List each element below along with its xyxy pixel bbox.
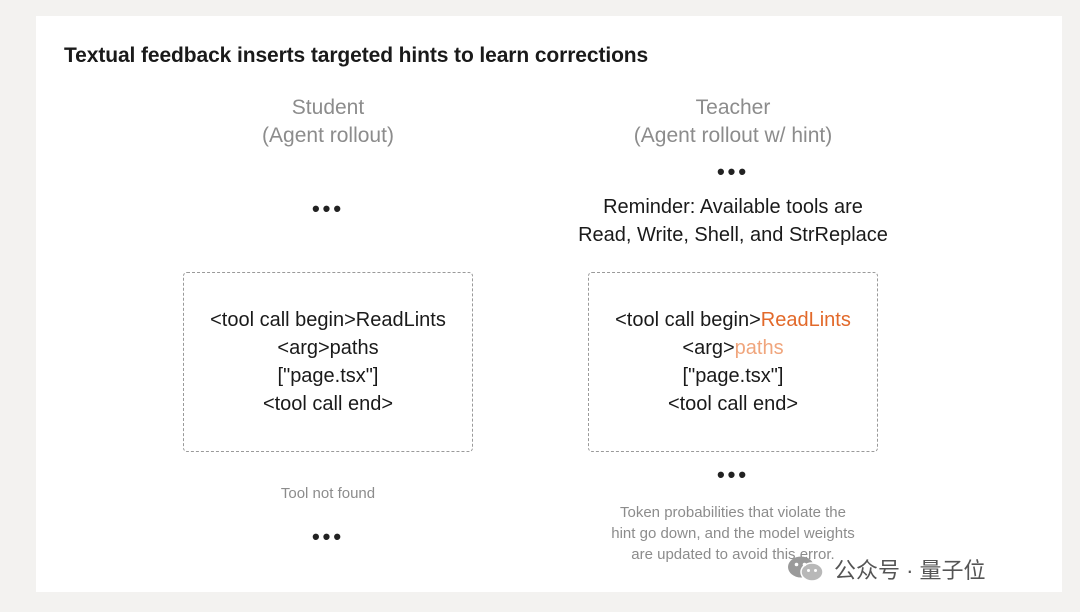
teacher-box-tag: <tool call begin> — [615, 309, 761, 331]
figure-title: Textual feedback inserts targeted hints … — [64, 44, 649, 67]
teacher-box-arg-name-highlight: paths — [734, 337, 784, 359]
student-subheading: (Agent rollout) — [262, 124, 394, 147]
teacher-note-line-2: hint go down, and the model weights — [611, 525, 855, 542]
teacher-box-line-1: <tool call begin>ReadLints — [615, 306, 851, 334]
student-tool-call-box: <tool call begin>ReadLints <arg>paths ["… — [183, 272, 473, 452]
student-box-arg-name: paths — [329, 337, 379, 359]
teacher-note-line-1: Token probabilities that violate the — [620, 504, 846, 521]
student-box-line-4: <tool call end> — [262, 393, 394, 415]
student-ellipsis-bottom: ••• — [311, 524, 345, 549]
teacher-box-line-2: <arg>paths — [682, 334, 783, 362]
student-column: Student (Agent rollout) ••• <tool call b… — [148, 16, 508, 592]
teacher-column: Teacher (Agent rollout w/ hint) ••• Remi… — [553, 16, 913, 592]
wechat-icon — [786, 554, 826, 584]
teacher-reminder-line-1: Reminder: Available tools are — [603, 196, 863, 218]
student-ellipsis-top: ••• — [311, 196, 345, 221]
student-box-line-1: <tool call begin>ReadLints — [210, 306, 446, 334]
teacher-heading: Teacher — [695, 96, 771, 119]
teacher-box-line-4: <tool call end> — [667, 393, 799, 415]
student-box-tool-name: ReadLints — [355, 309, 446, 331]
teacher-subheading: (Agent rollout w/ hint) — [633, 124, 833, 147]
student-box-tag: <tool call begin> — [210, 309, 356, 331]
student-result-text: Tool not found — [280, 485, 376, 502]
student-box-line-2: <arg>paths — [277, 334, 378, 362]
teacher-ellipsis-top: ••• — [716, 159, 750, 184]
student-box-arg-tag: <arg> — [277, 337, 330, 359]
teacher-reminder-line-2: Read, Write, Shell, and StrReplace — [578, 224, 888, 246]
teacher-box-line-3: ["page.tsx"] — [682, 365, 784, 387]
teacher-note-line-3: are updated to avoid this error. — [631, 546, 835, 563]
teacher-box-tool-name-highlight: ReadLints — [760, 309, 851, 331]
teacher-box-arg-tag: <arg> — [682, 337, 735, 359]
watermark: 公众号 · 量子位 — [786, 552, 986, 586]
student-box-line-3: ["page.tsx"] — [277, 365, 379, 387]
teacher-ellipsis-bottom: ••• — [716, 462, 750, 487]
student-heading: Student — [291, 96, 365, 119]
figure-card: Textual feedback inserts targeted hints … — [36, 16, 1062, 592]
teacher-tool-call-box: <tool call begin>ReadLints <arg>paths ["… — [588, 272, 878, 452]
watermark-text: 公众号 · 量子位 — [834, 558, 986, 583]
